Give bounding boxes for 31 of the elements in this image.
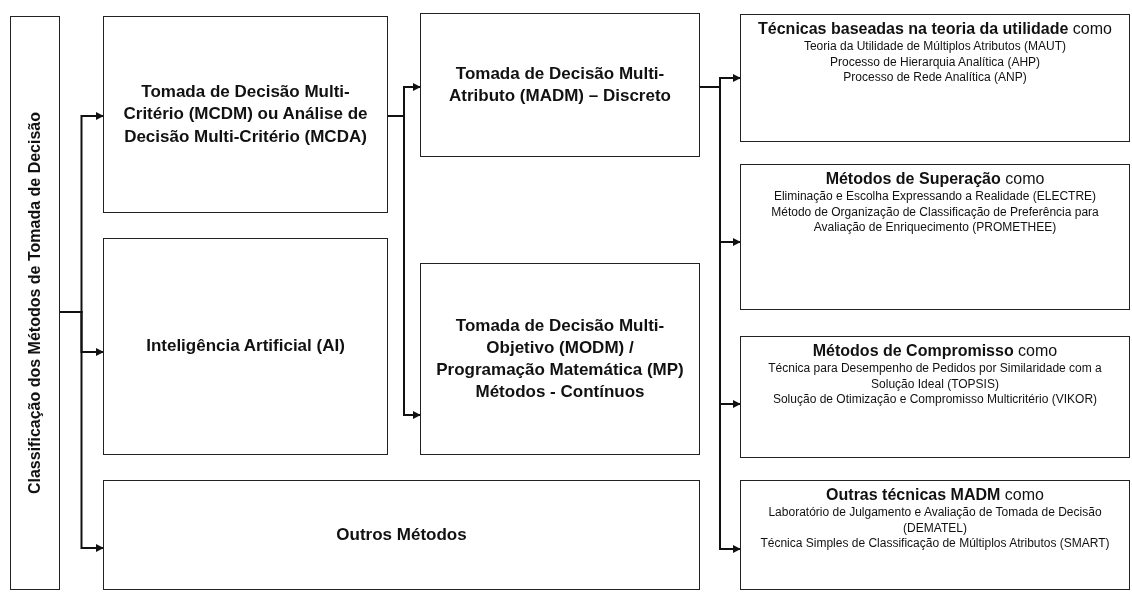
process-box (420, 13, 700, 157)
connector-arrow (59, 311, 104, 552)
process-box (740, 14, 1130, 142)
box-heading: Técnicas baseadas na teoria da utilidade como (758, 19, 1112, 39)
box-label: Tomada de Decisão Multi-Critério (MCDM) ou Análise de Decisão Multi-Critério (MCDA) (122, 81, 369, 148)
method-item: Processo de Hierarquia Analítica (AHP) (828, 54, 1042, 71)
method-item: Teoria da Utilidade de Múltiplos Atributos (MAUT) (802, 39, 1068, 55)
process-box (740, 164, 1130, 310)
method-item: Técnica Simples de Classificação de Múltiplos Atributos (SMART) (759, 536, 1111, 552)
box-heading: Outras técnicas MADM como (826, 485, 1044, 505)
vertical-title: Classificação dos Métodos de Tomada de Decisão (26, 112, 44, 494)
method-item: Processo de Rede Analítica (ANP) (842, 70, 1028, 86)
method-item: Eliminação e Escolha Expressando a Realidade (ELECTRE) (772, 189, 1098, 205)
process-box (103, 238, 388, 455)
method-item: Solução de Otimização e Compromisso Multicritério (VIKOR) (771, 392, 1099, 408)
box-heading: Métodos de Compromisso como (812, 341, 1058, 361)
connector-arrow (387, 115, 421, 419)
box-label: Outros Métodos (335, 523, 468, 546)
category-box (10, 16, 60, 590)
box-label: Tomada de Decisão Multi-Atributo (MADM) – Discreto (448, 62, 672, 107)
box-heading: Métodos de Superação como (825, 169, 1045, 189)
process-box (103, 480, 700, 590)
process-box (740, 480, 1130, 590)
box-label: Inteligência Artificial (AI) (145, 335, 346, 358)
process-box (740, 336, 1130, 458)
method-item: Método de Organização de Classificação de Preferência para Avaliação de Enriquecimento (PROMETHEE) (770, 204, 1100, 236)
process-box (420, 263, 700, 455)
box-label: Tomada de Decisão Multi-Objetivo (MODM) / Programação Matemática (MP) Métodos - Contínuos (435, 314, 685, 404)
method-item: Laboratório de Julgamento e Avaliação de Tomada de Decisão (DEMATEL) (767, 505, 1103, 537)
process-box (103, 16, 388, 213)
method-item: Técnica para Desempenho de Pedidos por Similaridade com a Solução Ideal (TOPSIS) (767, 361, 1103, 393)
